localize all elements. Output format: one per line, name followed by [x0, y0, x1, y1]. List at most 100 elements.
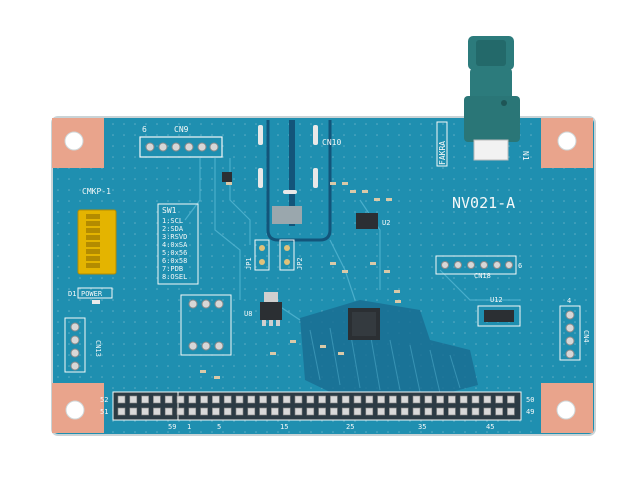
- header-pin: [129, 395, 138, 404]
- header-cn4: [559, 305, 581, 361]
- header-pin: [448, 395, 456, 404]
- chip-label: CMKP-1: [82, 187, 111, 196]
- header-pin: [400, 395, 409, 404]
- d1-label: D1: [68, 290, 76, 298]
- cn13-label: CN13: [94, 340, 102, 357]
- header-row-label-right: 49: [526, 408, 534, 416]
- header-pin: [176, 395, 185, 404]
- mount-pad-bottom-right: [541, 383, 593, 433]
- sw1-line: 6:0x58: [162, 257, 187, 265]
- header-pin: [365, 395, 374, 404]
- header-pin: [448, 407, 456, 416]
- header-cn18: [435, 255, 517, 275]
- header-pin: [247, 407, 256, 416]
- header-pin: [389, 395, 397, 404]
- header-pin: [212, 407, 220, 416]
- slot-pads: [258, 125, 318, 224]
- pin-number: 15: [280, 423, 288, 431]
- cn18-label: CN18: [474, 272, 491, 280]
- header-pin: [141, 395, 149, 404]
- bottom-header: [112, 391, 522, 421]
- header-row-label-left: 51: [100, 408, 108, 416]
- header-row-label-right: 50: [526, 396, 534, 404]
- header-pin: [318, 395, 326, 404]
- header-cn9: [139, 136, 223, 158]
- copper-pour: [300, 300, 478, 395]
- header-pin: [330, 395, 338, 404]
- header-pin: [471, 395, 480, 404]
- header-pin: [412, 407, 421, 416]
- header-pin: [271, 395, 279, 404]
- header-2x4: [180, 294, 232, 356]
- header-pin: [495, 395, 503, 404]
- ic-main: [348, 308, 380, 340]
- header-pin: [164, 407, 173, 416]
- pin-number: 59: [168, 423, 176, 431]
- header-cn13: [64, 317, 86, 373]
- header-pin: [212, 395, 220, 404]
- pin-row-top: [117, 395, 515, 404]
- trace-loop: [266, 120, 332, 242]
- header-pin: [223, 395, 232, 404]
- copper-pour-hatch: [309, 327, 461, 394]
- header-pin: [412, 395, 421, 404]
- header-pin: [153, 395, 161, 404]
- header-pin: [259, 407, 267, 416]
- header-pin: [223, 407, 232, 416]
- dip-switch[interactable]: [77, 209, 117, 275]
- header-pin: [330, 407, 338, 416]
- header-pin: [117, 407, 126, 416]
- sw1-line: 3:RSVD: [162, 233, 187, 241]
- header-pin: [483, 407, 492, 416]
- header-pin: [389, 407, 397, 416]
- jp1-label: JP1: [245, 257, 253, 270]
- header-pin: [247, 395, 256, 404]
- cn4-pin-label: 4: [567, 297, 571, 305]
- mount-pad-bottom-left: [52, 383, 104, 433]
- connector-ref: N1: [521, 151, 530, 161]
- header-row-label-left: 52: [100, 396, 108, 404]
- jp2-label: JP2: [296, 257, 304, 270]
- header-pin: [377, 407, 385, 416]
- u2-label: U2: [382, 219, 390, 227]
- header-pin: [495, 407, 503, 416]
- sw1-line: 8:OSEL: [162, 273, 187, 281]
- header-pin: [188, 395, 197, 404]
- cn9-pin-label: 6: [142, 125, 147, 134]
- fakra-label-box: [436, 121, 448, 167]
- header-pin: [353, 395, 362, 404]
- regulator: [260, 292, 282, 326]
- sw1-line: 1:SCL: [162, 217, 183, 225]
- board-model-label: NV021-A: [452, 194, 515, 212]
- header-pin: [188, 407, 197, 416]
- pin-row-bottom: [117, 407, 515, 416]
- header-pin: [294, 407, 303, 416]
- pin-number: 35: [418, 423, 426, 431]
- header-pin: [483, 395, 492, 404]
- header-pin: [271, 407, 279, 416]
- header-pin: [400, 407, 409, 416]
- header-pin: [306, 395, 315, 404]
- header-pin: [365, 407, 374, 416]
- header-pin: [282, 395, 291, 404]
- power-label: POWER: [81, 290, 103, 298]
- sw1-legend-box: [157, 203, 199, 285]
- header-pin: [200, 407, 208, 416]
- header-pin: [377, 395, 385, 404]
- mount-pad-top-right: [541, 118, 593, 168]
- mount-pad-top-left: [52, 118, 104, 168]
- header-pin: [507, 395, 515, 404]
- header-pin: [306, 407, 315, 416]
- header-pin: [129, 407, 138, 416]
- pin-number: 25: [346, 423, 354, 431]
- ic-u2: [356, 213, 378, 229]
- header-pin: [176, 407, 185, 416]
- header-pin: [259, 395, 267, 404]
- cn4-label: CN4: [582, 330, 590, 343]
- header-pin: [507, 407, 515, 416]
- header-pin: [153, 407, 161, 416]
- header-pin: [459, 395, 468, 404]
- header-pin: [235, 395, 244, 404]
- trace-slot: [289, 120, 295, 226]
- fakra-connector: [464, 36, 520, 161]
